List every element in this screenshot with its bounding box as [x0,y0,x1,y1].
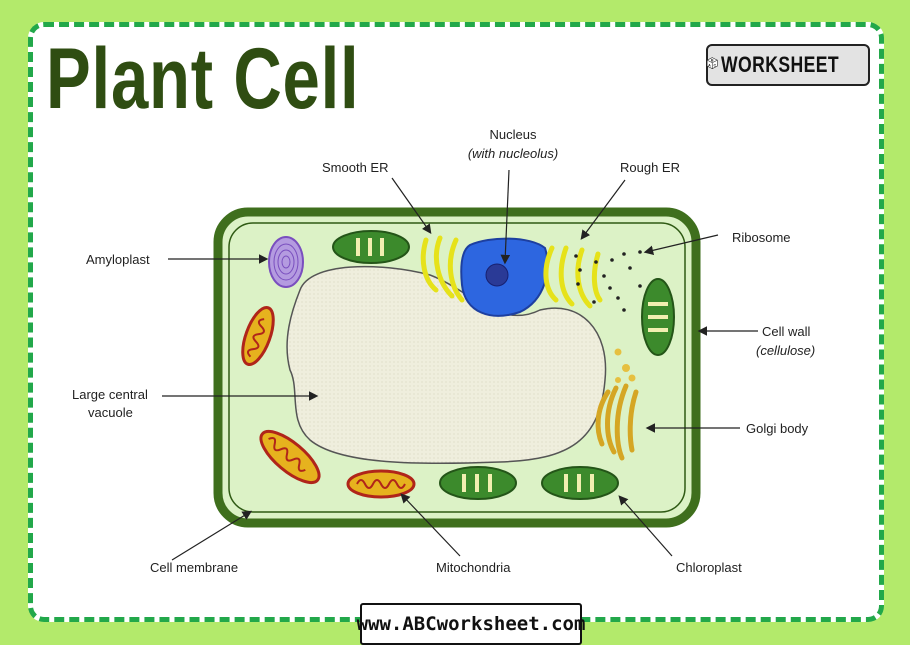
label-vacuole-line2: vacuole [88,405,133,420]
label-ribosome: Ribosome [732,230,791,245]
abc-cube-icon: B A C [706,57,718,69]
label-cell-membrane: Cell membrane [150,560,238,575]
leader-lines [162,169,758,561]
abc-worksheet-logo: B A C WORKSHEET [706,44,870,86]
logo-letter-b: B [711,58,714,62]
label-chloroplast: Chloroplast [676,560,742,575]
smooth-er [420,235,465,303]
label-amyloplast: Amyloplast [86,252,150,267]
label-cell-wall-sub: (cellulose) [756,343,815,358]
ribosomes [574,250,642,312]
label-mitochondria: Mitochondria [436,560,511,575]
website-footer[interactable]: www.ABCworksheet.com [357,603,585,645]
label-nucleus-sub: (with nucleolus) [468,146,558,161]
label-golgi-body: Golgi body [746,421,809,436]
mitochondria [241,306,416,499]
cell-membrane [228,222,686,513]
label-vacuole-line1: Large central [72,387,148,402]
label-smooth-er: Smooth ER [322,160,388,175]
chloroplast [439,466,517,500]
amyloplast [268,236,304,288]
label-cell-wall: Cell wall [762,324,811,339]
logo-letter-c: C [713,63,716,67]
nucleolus [485,263,509,287]
chloroplast [332,230,410,264]
golgi-body [595,348,639,461]
rough-er [543,245,603,309]
label-nucleus: Nucleus [490,127,537,142]
chloroplast [641,278,675,356]
logo-text: WORKSHEET [720,52,839,77]
label-rough-er: Rough ER [620,160,680,175]
chloroplasts [332,230,675,500]
chloroplast [541,466,619,500]
large-central-vacuole [286,265,607,465]
page-title: Plant Cell [46,31,360,127]
logo-letter-a: A [708,63,711,67]
